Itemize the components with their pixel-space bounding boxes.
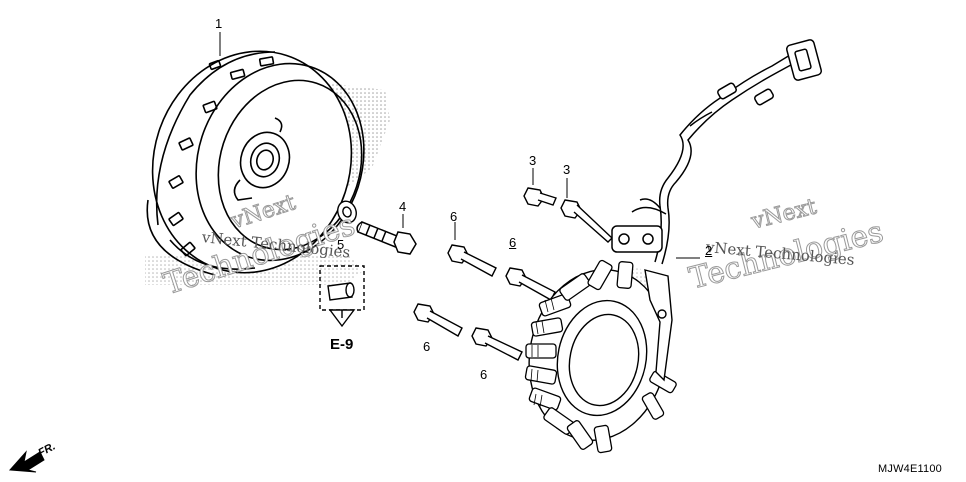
reference-label: E-9 [330,336,354,353]
wire-harness [611,39,823,265]
bolts-3 [523,187,614,243]
callout-6-b: 6 [509,235,517,250]
diagram-code: MJW4E1100 [878,463,942,475]
callout-6-c: 6 [423,339,431,354]
leader-lines [219,32,700,259]
callout-5: 5 [337,237,345,252]
flywheel-rotor [146,50,365,276]
callout-2: 2 [705,243,713,258]
bolts-6 [413,244,556,361]
callout-1: 1 [215,16,223,31]
callout-3-right: 3 [563,162,571,177]
callout-6-d: 6 [480,367,488,382]
stator [524,259,677,454]
callout-6-a: 6 [450,209,458,224]
flywheel-bolt [356,221,417,255]
front-direction-arrow [8,450,45,473]
e9-bolt [319,265,365,328]
callout-3-left: 3 [529,153,537,168]
washer [337,200,357,224]
callout-4: 4 [399,199,407,214]
